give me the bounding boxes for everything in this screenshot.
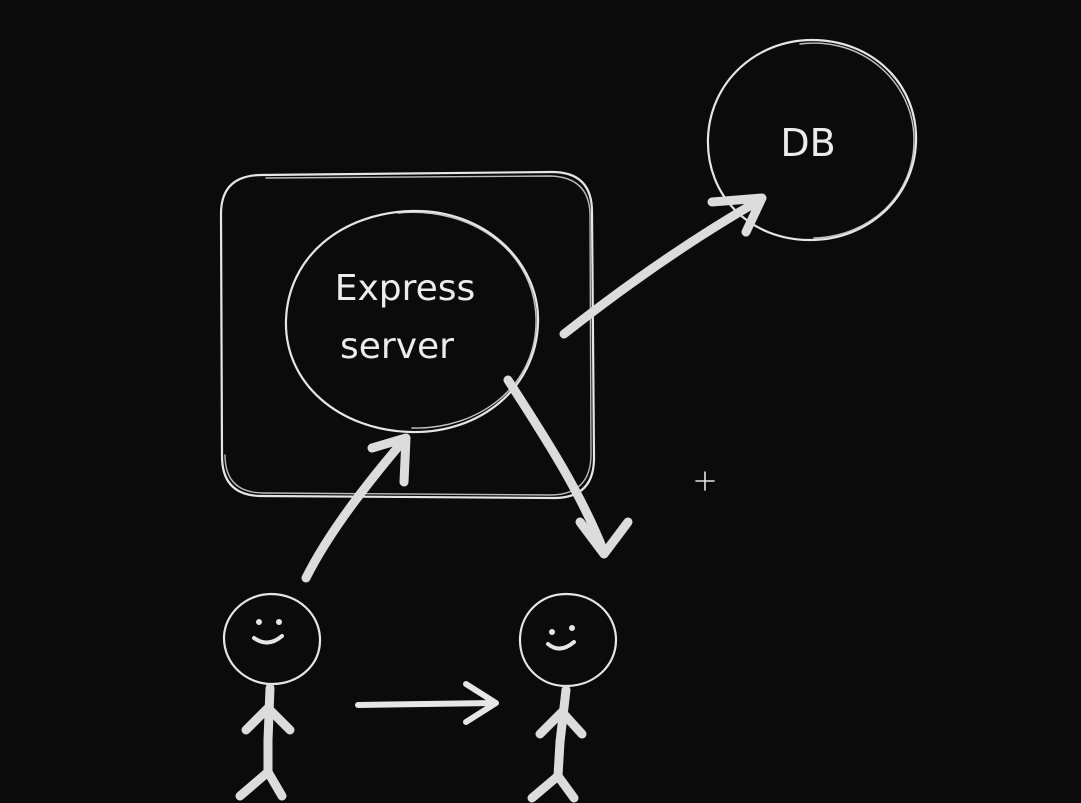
user-right-figure <box>518 592 618 803</box>
express-server-label-line1: Express <box>335 268 476 309</box>
express-server-label-line2: server <box>340 326 454 367</box>
user-right-eye <box>549 629 555 635</box>
user-left-figure <box>222 592 322 801</box>
arrow-user-to-server <box>301 433 411 583</box>
arrow-user-to-user <box>355 681 499 725</box>
express-server-node: Express server <box>284 209 540 434</box>
user-right-eye <box>569 625 575 631</box>
arrow-server-to-db <box>559 193 767 339</box>
server-container-box <box>219 170 596 500</box>
user-left-eye <box>256 619 262 625</box>
crosshair-cursor-icon <box>695 471 715 491</box>
user-left-eye <box>276 619 282 625</box>
db-label: DB <box>780 121 835 165</box>
arrow-server-to-user <box>503 375 633 559</box>
db-node: DB <box>706 38 918 242</box>
